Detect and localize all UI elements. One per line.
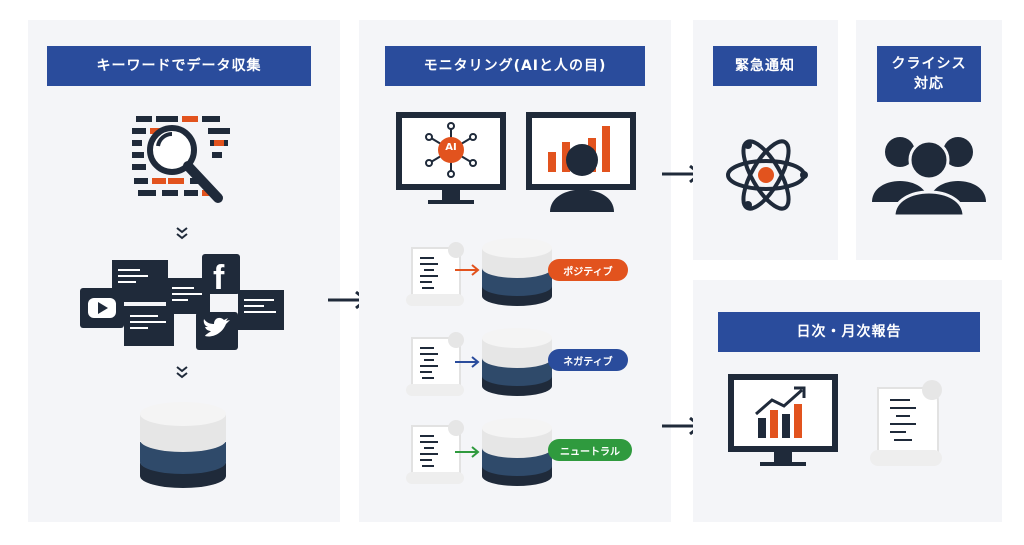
chevron-down-icon [176, 227, 188, 240]
document-icon [406, 332, 464, 396]
sentiment-pill-positive: ポジティブ [548, 259, 628, 281]
chevron-down-icon [176, 366, 188, 379]
sentiment-pill-negative: ネガティブ [548, 349, 628, 371]
arrow-icon [455, 264, 480, 276]
social-media-icon: f [80, 254, 284, 350]
database-icon [482, 418, 552, 486]
database-icon [482, 328, 552, 396]
ai-monitor-icon [396, 112, 506, 204]
people-group-icon [872, 137, 986, 218]
crisis-title: クライシス対応 [877, 46, 981, 102]
alert-title: 緊急通知 [713, 46, 817, 86]
svg-text:f: f [213, 259, 225, 297]
atom-icon [726, 139, 808, 211]
document-icon [406, 242, 464, 306]
crisis-title-text: クライシス対応 [891, 56, 967, 92]
search-data-icon [132, 116, 230, 203]
sentiment-pill-neutral: ニュートラル [548, 439, 632, 461]
arrow-icon [455, 446, 480, 458]
human-monitor-icon [526, 112, 636, 212]
document-icon [870, 380, 942, 466]
chart-monitor-icon [728, 374, 838, 466]
database-icon [482, 238, 552, 306]
document-icon [406, 420, 464, 484]
ai-label: AI [445, 142, 457, 153]
database-icon [140, 402, 226, 488]
arrow-icon [455, 356, 480, 368]
report-title: 日次・月次報告 [718, 312, 980, 352]
monitor-title: モニタリング(AIと人の目) [385, 46, 645, 86]
collect-title: キーワードでデータ収集 [47, 46, 311, 86]
